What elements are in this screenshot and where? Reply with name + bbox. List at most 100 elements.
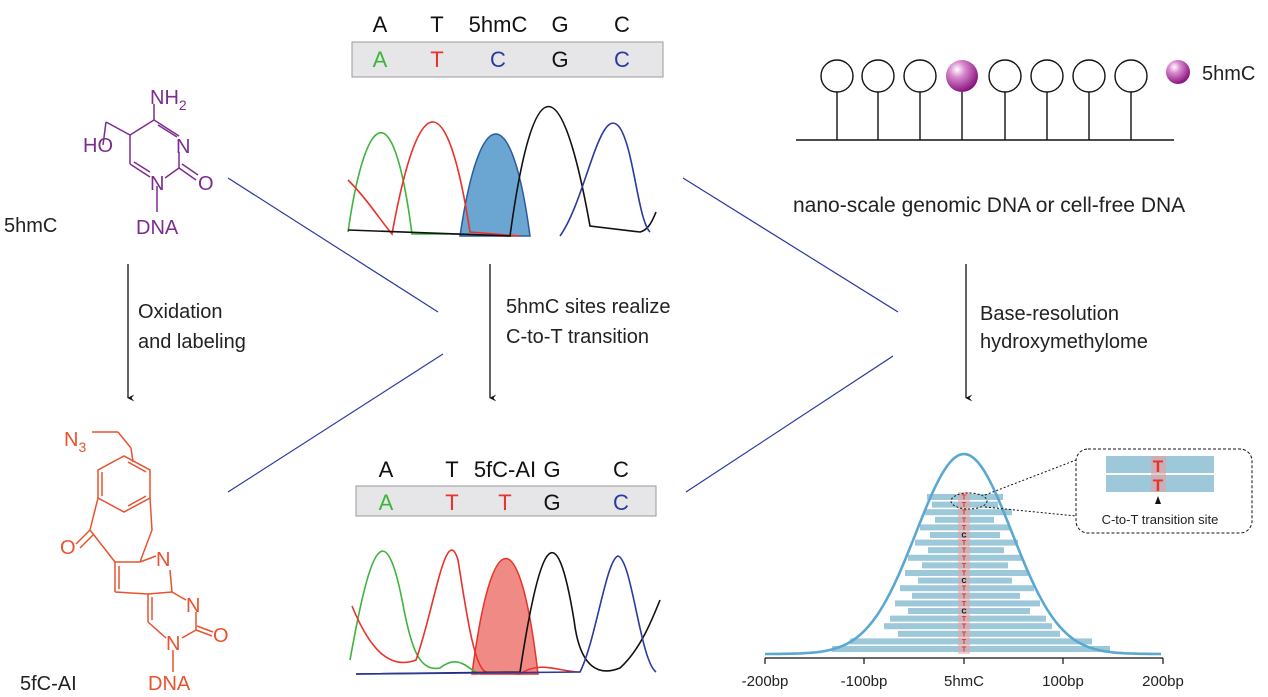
connector-line [227, 177, 439, 313]
trace-c [559, 122, 651, 237]
read-base: T [962, 571, 967, 578]
zoom-line [984, 459, 1077, 496]
base-label: C [614, 12, 630, 37]
center-column [958, 492, 970, 654]
inset-label: C-to-T transition site [1102, 512, 1219, 527]
label-5hmc: 5hmC [4, 215, 57, 237]
axis-tick-label: -100bp [841, 673, 888, 690]
atom-n-c: N [166, 633, 180, 655]
read-base: C [961, 578, 966, 585]
pin-head [1030, 59, 1064, 93]
pin-head [1114, 59, 1148, 93]
base-label: T [445, 490, 458, 515]
step-left-line1: Oxidation [138, 301, 223, 323]
base-label: C [613, 490, 629, 515]
base-label: C [613, 457, 629, 482]
zoom-ellipse [950, 492, 988, 510]
read-bar [850, 638, 1092, 645]
atom-n3: N [176, 136, 190, 158]
base-label: A [379, 457, 394, 482]
read-base: T [962, 616, 967, 623]
atom-n-a: N [156, 549, 170, 571]
base-label: T [445, 457, 458, 482]
base-label: G [551, 47, 568, 72]
base-label: A [379, 490, 394, 515]
read-base: T [962, 525, 967, 532]
zoom-line [984, 506, 1077, 517]
read-base: C [961, 609, 966, 616]
step-right-line2: hydroxymethylome [980, 331, 1148, 353]
read-base: T [962, 624, 967, 631]
trace-a [347, 132, 470, 235]
trace-t [347, 121, 521, 237]
read-base: T [962, 555, 967, 562]
trace-t-bottom [351, 549, 581, 675]
trace-a-bottom [349, 550, 481, 675]
atom-o-c2: O [213, 625, 229, 647]
pin-head [820, 59, 854, 93]
dna-panel: 5hmC nano-scale genomic DNA or cell-free… [793, 59, 1255, 217]
molecule-5hmc [102, 104, 199, 212]
axis-tick-label: 100bp [1042, 673, 1084, 690]
atom-n-b: N [186, 595, 200, 617]
read-bars [832, 494, 1110, 652]
read-base: T [962, 593, 967, 600]
read-base: T [962, 510, 967, 517]
inset-highlight [1151, 456, 1166, 492]
read-bar [898, 630, 1060, 637]
trace-g [347, 105, 657, 237]
trace-g-bottom [355, 551, 661, 675]
step-left-line2: and labeling [138, 331, 246, 353]
axis-tick-label: 200bp [1142, 673, 1184, 690]
base-label: A [373, 47, 388, 72]
inset-base: T [1153, 457, 1164, 476]
atom-dna: DNA [136, 217, 179, 239]
base-label: G [543, 490, 560, 515]
base-label: G [551, 12, 568, 37]
atom-ho: HO [83, 135, 113, 157]
call-bar-bottom [355, 485, 657, 517]
cytosine-pins [820, 59, 1148, 140]
peak-fill-5fc [471, 558, 539, 675]
read-base: T [962, 548, 967, 555]
axis-tick-label: 5hmC [944, 673, 984, 690]
dna-caption: nano-scale genomic DNA or cell-free DNA [793, 194, 1185, 217]
base-label: T [430, 47, 443, 72]
read-bar [832, 646, 1110, 652]
read-base: T [962, 601, 967, 608]
density-curve [765, 452, 1162, 656]
base-label: 5hmC [469, 12, 528, 37]
read-base: T [962, 647, 967, 654]
atom-n1: N [150, 173, 164, 195]
atom-o: O [198, 173, 214, 195]
base-label: G [543, 457, 560, 482]
molecule-5fc-ai [75, 431, 214, 672]
base-label: C [490, 47, 506, 72]
connector-line [227, 353, 444, 493]
legend-5hmc-label: 5hmC [1202, 63, 1255, 85]
pin-head [1072, 59, 1106, 93]
read-base: C [961, 533, 966, 540]
base-label: C [614, 47, 630, 72]
molecule-5fc-ai-labels: N3 O N N N O DNA [60, 429, 229, 695]
trace-c-bottom [355, 555, 657, 675]
pin-head [903, 59, 937, 93]
inset-base: T [1153, 476, 1164, 495]
pin-head [988, 59, 1022, 93]
connector-line [685, 355, 894, 493]
read-base: T [962, 495, 967, 502]
base-label: T [430, 12, 443, 37]
call-bar-top [351, 41, 664, 78]
atom-dna-bottom: DNA [148, 673, 191, 695]
read-base: T [962, 586, 967, 593]
molecule-5hmc-labels: NH2 HO N N O DNA [83, 87, 214, 239]
read-base: T [962, 639, 967, 646]
pin-head [861, 59, 895, 93]
atom-o-ketone: O [60, 537, 76, 559]
